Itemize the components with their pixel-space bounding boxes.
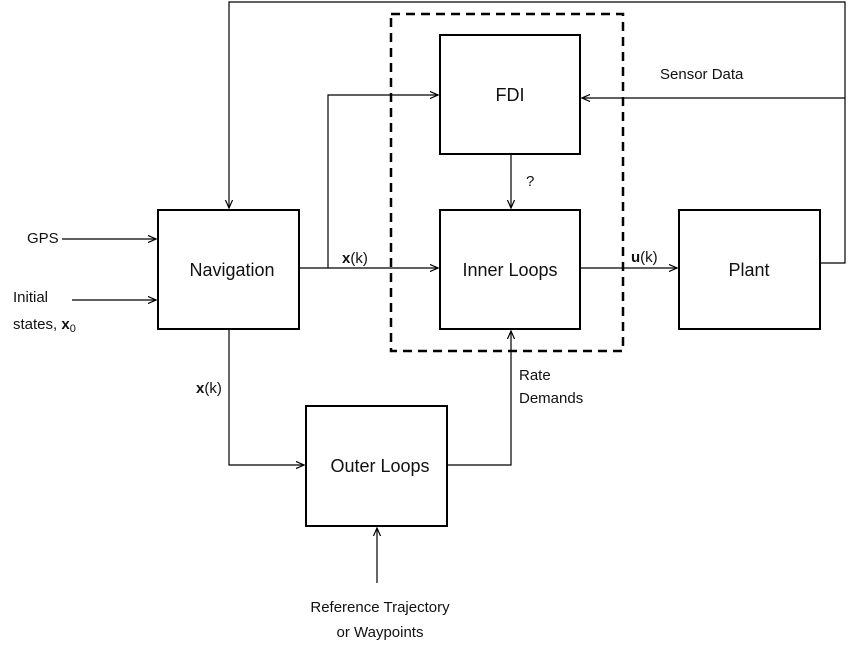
plant-block [678, 209, 821, 330]
navigation-block [157, 209, 300, 330]
reference-line2: or Waypoints [337, 624, 424, 641]
fdi-unknown-label: ? [526, 173, 534, 190]
nav-state-signal-label: x(k) [196, 380, 222, 397]
initial-states-line2: states, x0 [13, 316, 76, 335]
rate-demands-arrow [447, 331, 511, 466]
control-signal-label: u(k) [631, 249, 658, 266]
inner-loops-block [439, 209, 581, 330]
rate-demands-line2: Demands [519, 390, 583, 407]
plant-feedback-to-navigation-arrow [229, 1, 846, 264]
fdi-block [439, 34, 581, 155]
plant-label: Plant [728, 260, 769, 280]
navigation-label: Navigation [189, 260, 274, 280]
inner-loops-label: Inner Loops [462, 260, 557, 280]
rate-demands-line1: Rate [519, 367, 551, 384]
state-to-fdi-arrow [327, 95, 438, 268]
navigation-to-outer-loops-arrow [228, 329, 304, 465]
fdi-label: FDI [496, 85, 525, 105]
sensor-data-label: Sensor Data [660, 66, 744, 83]
initial-states-line1: Initial [13, 289, 48, 306]
outer-loops-block [305, 405, 448, 527]
state-signal-label: x(k) [342, 250, 368, 267]
gps-label: GPS [27, 230, 59, 247]
reference-line1: Reference Trajectory [310, 599, 450, 616]
outer-loops-label: Outer Loops [330, 456, 429, 476]
